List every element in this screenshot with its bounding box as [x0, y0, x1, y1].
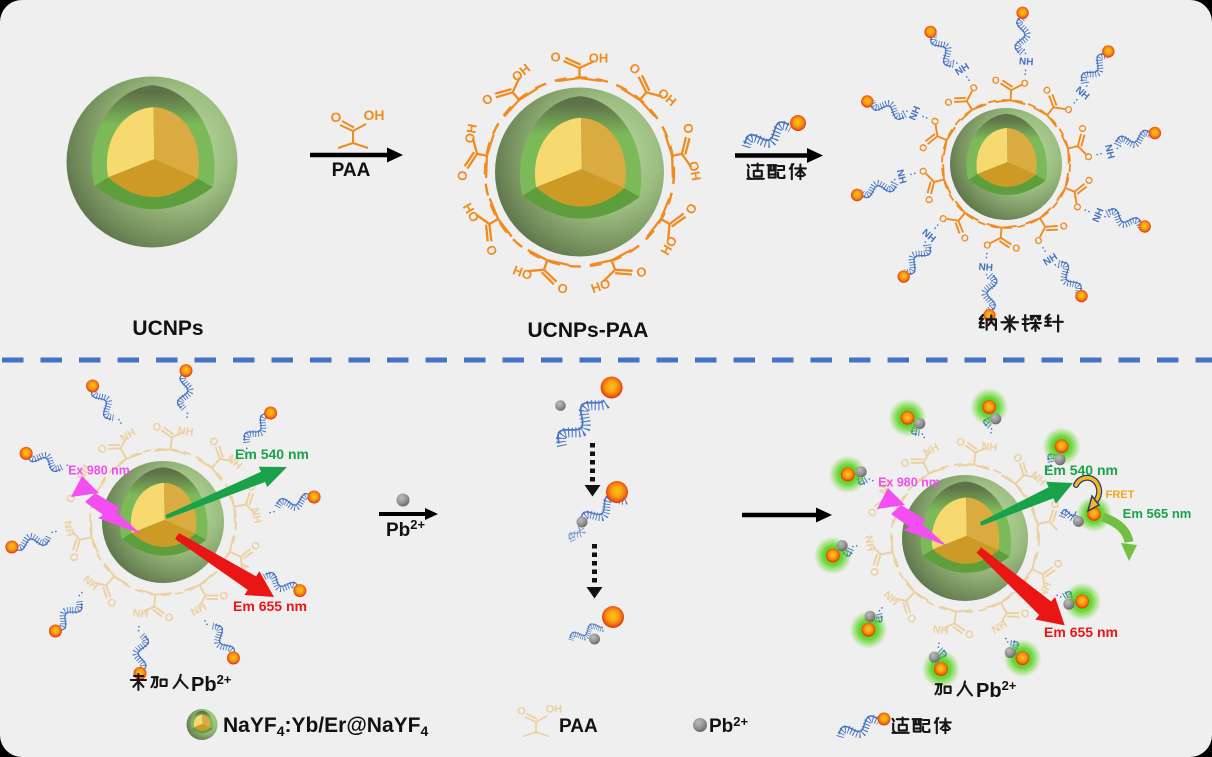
svg-text:UCNPs: UCNPs — [132, 317, 203, 340]
svg-text:UCNPs-PAA: UCNPs-PAA — [528, 319, 649, 342]
svg-text:HO: HO — [511, 262, 534, 283]
svg-text:Pb2+: Pb2+ — [191, 672, 232, 696]
svg-text:NH: NH — [932, 624, 949, 638]
svg-text:FRET: FRET — [1106, 489, 1135, 501]
svg-text:O: O — [152, 421, 162, 434]
svg-text:NH: NH — [981, 440, 998, 454]
svg-text:OH: OH — [546, 704, 563, 716]
svg-text:O: O — [867, 567, 880, 578]
svg-text:O: O — [164, 612, 174, 625]
svg-text:O: O — [918, 142, 931, 154]
svg-text:O: O — [634, 263, 649, 281]
svg-text:NH: NH — [978, 262, 993, 274]
svg-text:NH: NH — [1091, 207, 1107, 225]
svg-text:NH: NH — [132, 607, 149, 621]
svg-text:O: O — [922, 195, 935, 205]
svg-text:OH: OH — [462, 123, 480, 145]
svg-text:O: O — [331, 109, 342, 125]
svg-text:OH: OH — [364, 107, 385, 123]
svg-text:Em 655 nm: Em 655 nm — [1044, 624, 1118, 640]
svg-text:OH: OH — [686, 160, 704, 182]
svg-text:NH: NH — [248, 507, 263, 525]
svg-text:O: O — [680, 122, 697, 135]
svg-text:Ex 980 nm: Ex 980 nm — [878, 476, 940, 490]
svg-text:NH: NH — [1102, 143, 1116, 160]
svg-text:O: O — [555, 280, 570, 298]
svg-text:NH: NH — [908, 105, 924, 123]
svg-text:HO: HO — [589, 275, 612, 296]
svg-text:NH: NH — [1019, 56, 1034, 68]
svg-text:O: O — [929, 116, 942, 128]
svg-text:NH: NH — [61, 520, 76, 538]
svg-text:OH: OH — [589, 51, 609, 66]
svg-text:Em 540 nm: Em 540 nm — [1044, 462, 1118, 478]
svg-text:PAA: PAA — [332, 160, 371, 181]
svg-text:O: O — [991, 75, 1000, 87]
svg-text:Em 655 nm: Em 655 nm — [233, 598, 307, 614]
svg-text:O: O — [916, 166, 929, 176]
svg-text:O: O — [1072, 201, 1085, 213]
svg-text:O: O — [964, 629, 974, 642]
svg-text:PAA: PAA — [559, 716, 598, 737]
svg-text:O: O — [1075, 124, 1088, 134]
svg-text:Em 565 nm: Em 565 nm — [1123, 506, 1192, 521]
svg-text:O: O — [1081, 152, 1094, 162]
svg-text:NH: NH — [75, 463, 92, 482]
svg-text:Ex 980 nm: Ex 980 nm — [68, 464, 130, 478]
svg-text:NH: NH — [862, 534, 877, 552]
svg-text:O: O — [956, 436, 966, 449]
svg-text:O: O — [1048, 499, 1061, 510]
svg-text:O: O — [67, 552, 81, 563]
svg-text:NH: NH — [894, 168, 908, 185]
svg-text:NH: NH — [177, 425, 194, 439]
svg-text:NaYF4:Yb/Er@NaYF4: NaYF4:Yb/Er@NaYF4 — [223, 714, 428, 739]
svg-text:O: O — [1083, 175, 1096, 187]
svg-text:Em 540 nm: Em 540 nm — [235, 446, 309, 462]
svg-text:O: O — [517, 705, 526, 717]
svg-text:O: O — [1020, 78, 1029, 90]
svg-text:O: O — [550, 50, 560, 65]
svg-text:O: O — [1012, 243, 1021, 255]
svg-text:O: O — [454, 169, 471, 182]
svg-text:O: O — [983, 240, 992, 252]
